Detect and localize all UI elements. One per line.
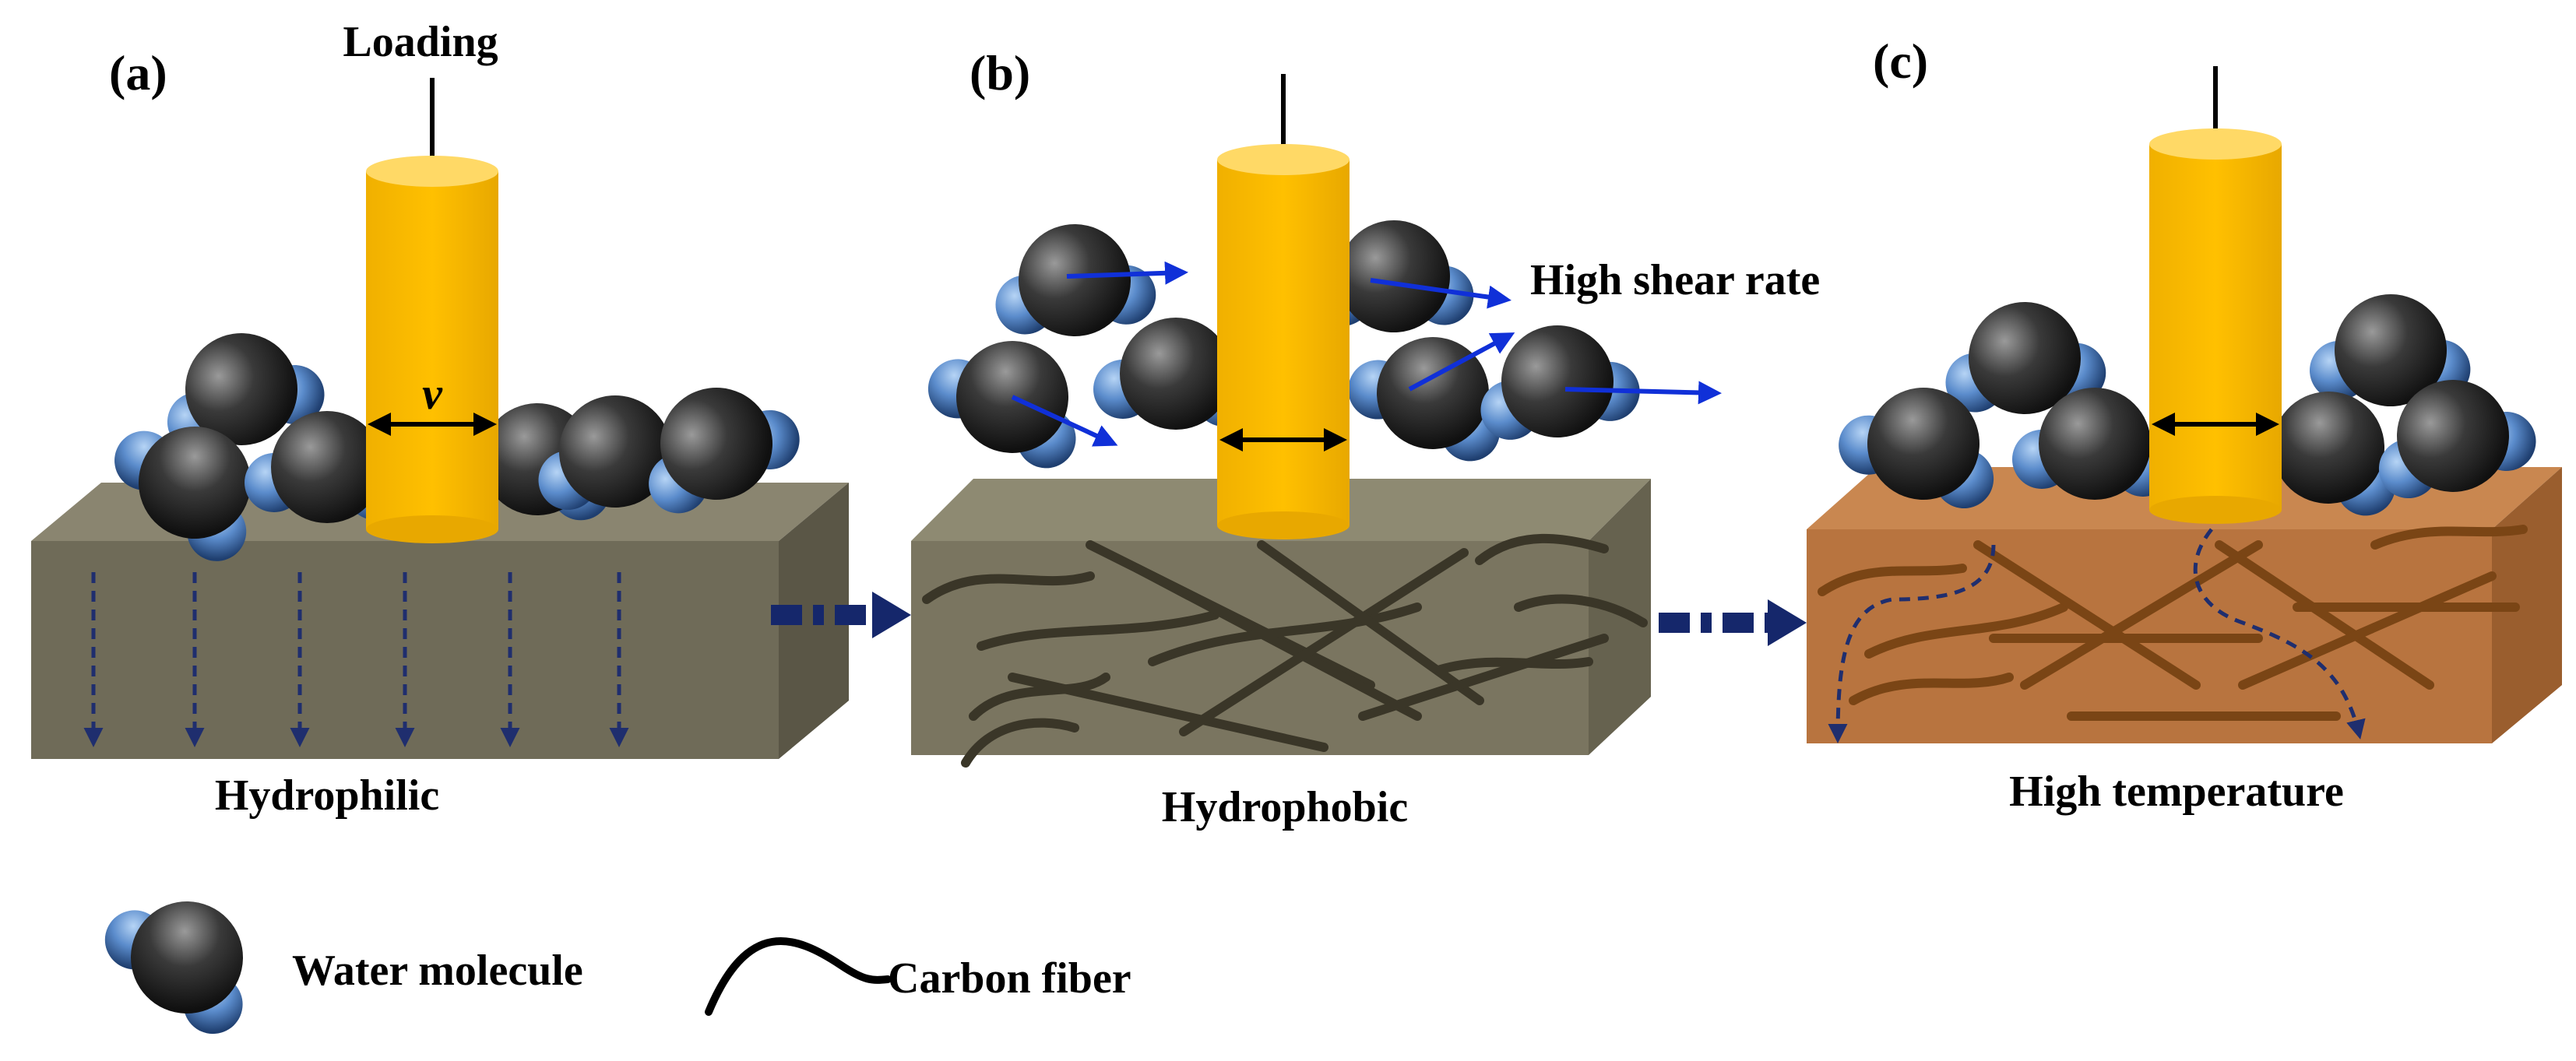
carbon-fiber: [1436, 657, 1593, 674]
legend-water-molecule-icon: [104, 901, 243, 1035]
velocity-label: v: [422, 368, 443, 419]
legend-carbon-fiber-icon: [705, 937, 892, 1016]
panel-c-label: (c): [1873, 33, 1928, 89]
loading-pin-b: [1217, 144, 1350, 539]
process-arrow-bc: [1659, 599, 1807, 646]
carbon-fiber: [1132, 564, 1422, 721]
water-paths-c: [1828, 528, 2366, 743]
carbon-fiber: [1818, 564, 1967, 596]
shear-arrow: [1370, 278, 1511, 309]
carbon-fiber: [2020, 540, 2263, 690]
carbon-fiber: [2370, 525, 2528, 550]
water-molecules-a: [114, 333, 800, 561]
water-molecule: [2378, 380, 2536, 499]
caption-hydrophilic: Hydrophilic: [215, 771, 439, 820]
carbon-fiber: [922, 571, 1095, 604]
water-flow-arrows: [83, 572, 629, 747]
legend-water-molecule-label: Water molecule: [292, 947, 583, 995]
carbon-fiber: [1257, 540, 1484, 705]
water-molecule: [1839, 388, 1994, 509]
carbon-fiber: [1179, 548, 1469, 736]
carbon-fiber: [1358, 634, 1609, 721]
water-molecule: [1480, 325, 1640, 440]
loading-pin-c: [2149, 128, 2282, 524]
legend-carbon-fiber-label: Carbon fiber: [888, 954, 1131, 1003]
process-arrow-ab: [771, 592, 911, 638]
water-molecule: [927, 341, 1076, 469]
water-molecule: [995, 224, 1156, 336]
water-molecule: [1945, 302, 2106, 414]
caption-high-temperature: High temperature: [2009, 768, 2344, 816]
carbon-fiber: [969, 673, 1110, 721]
panel-b: (b): [911, 45, 1820, 831]
panel-c: (c): [1807, 33, 2562, 816]
caption-hydrophobic: Hydrophobic: [1162, 783, 1408, 831]
carbon-fiber: [1008, 673, 1328, 752]
shear-arrow: [1011, 395, 1118, 447]
carbon-fibers-c: [1818, 525, 2528, 721]
carbon-fibers-b: [922, 533, 1648, 768]
carbon-fiber: [2238, 571, 2497, 690]
shear-arrows: [1011, 261, 1722, 447]
carbon-fiber: [2215, 540, 2434, 690]
water-molecules-b: [927, 220, 1640, 469]
water-molecule: [649, 388, 800, 514]
loading-pin-a: [366, 156, 498, 543]
water-path: [2193, 528, 2366, 740]
water-path: [1828, 544, 1996, 743]
carbon-fiber: [1475, 533, 1609, 565]
carbon-fiber: [1148, 603, 1422, 666]
water-molecule: [114, 427, 251, 561]
shear-arrow: [1066, 261, 1188, 285]
panel-a-label: (a): [109, 45, 167, 100]
shear-arrow: [1408, 332, 1515, 392]
carbon-fiber: [977, 610, 1219, 651]
panel-a: (a) Loading: [31, 18, 849, 820]
legend: Water molecule Carbon fiber: [104, 901, 1131, 1035]
carbon-fiber: [961, 718, 1079, 768]
carbon-fiber: [1864, 603, 2068, 659]
shear-arrow: [1564, 381, 1722, 405]
loading-label: Loading: [343, 18, 498, 66]
carbon-fiber: [1849, 673, 2014, 705]
carbon-fiber: [1973, 540, 2201, 690]
carbon-fiber: [1514, 594, 1648, 627]
panel-b-label: (b): [970, 45, 1030, 100]
high-shear-rate-label: High shear rate: [1530, 256, 1820, 304]
